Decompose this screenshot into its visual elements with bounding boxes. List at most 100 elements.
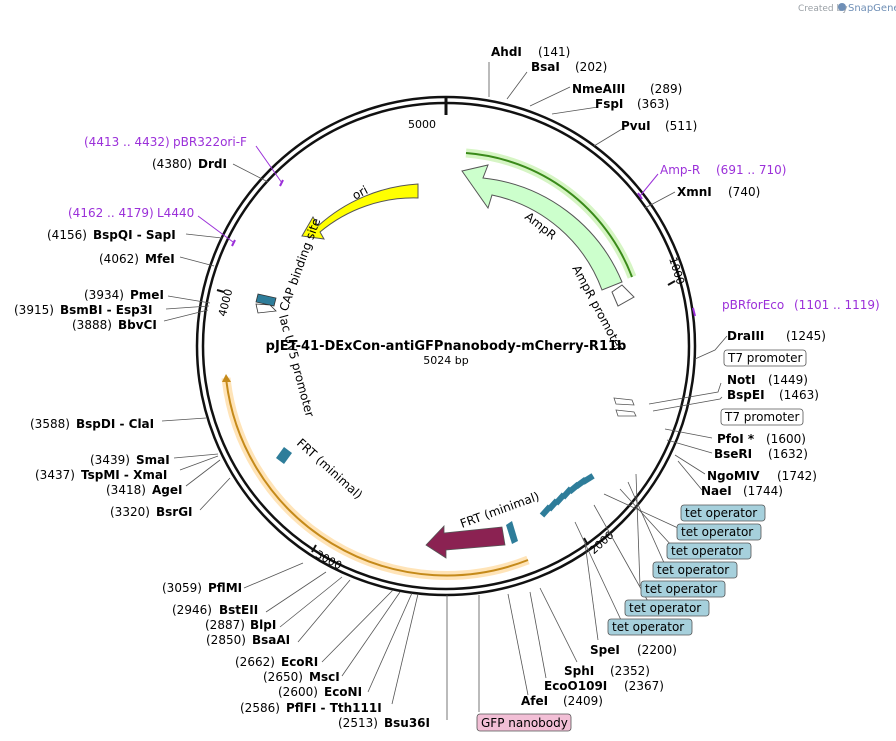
site-pos-bsmbi: (3915) (14, 303, 54, 317)
primer-mark-pbrforeco (692, 307, 696, 317)
site-name-spei: SpeI (590, 643, 620, 657)
credit-created-by: Created by (798, 4, 848, 14)
gfp-region-line (225, 377, 529, 577)
site-name-pvui: PvuI (621, 119, 651, 133)
frt-right-label: FRT (minimal) (458, 489, 541, 531)
tet-operator-box (640, 580, 726, 598)
tet-operator-label-2: tet operator (681, 525, 753, 539)
site-pos-msci: (2650) (263, 670, 303, 684)
t7-promoter-label-2: T7 promoter (724, 410, 800, 424)
frt-left-label: FRT (minimal) (294, 436, 365, 502)
site-pos-bspei: (1463) (779, 388, 819, 402)
site-name-msci: MscI (309, 670, 340, 684)
tet-operator-box (652, 561, 738, 579)
site-pos-bsaai: (2850) (206, 633, 246, 647)
plasmid-name: pJET-41-DExCon-antiGFPnanobody-mCherry-R… (266, 339, 627, 354)
site-name-bspei: BspEI (727, 388, 765, 402)
site-pos-bspdi: (3588) (30, 417, 70, 431)
site-pos-smai: (3439) (90, 453, 130, 467)
site-pos-sphi: (2352) (610, 664, 650, 678)
site-name-mfei: MfeI (145, 252, 175, 266)
site-pos-agei: (3418) (106, 483, 146, 497)
site-pos-pfoi: (1600) (766, 432, 806, 446)
site-pos-pflfi: (2586) (240, 701, 280, 715)
primer-leader-amp-r (639, 173, 659, 197)
site-pos-xmni: (740) (728, 185, 760, 199)
ori-label: ori (350, 183, 370, 203)
t7-promoter-label-1: T7 promoter (727, 351, 803, 365)
ampr-promoter-arrow (611, 284, 635, 307)
site-name-tspmi: TspMI - XmaI (81, 468, 167, 482)
tet-operator-label-4: tet operator (657, 563, 729, 577)
ampr-strand-line (465, 152, 633, 278)
site-name-afei: AfeI (521, 694, 548, 708)
site-name-naei: NaeI (701, 484, 732, 498)
primer-range-pbrforeco: (1101 .. 1119) (794, 298, 880, 312)
site-pos-pmei: (3934) (84, 288, 124, 302)
tick-label-4000: 4000 (216, 288, 235, 318)
site-name-xmni: XmnI (677, 185, 712, 199)
credit-brand: SnapGene (848, 3, 896, 14)
tet-operator-cluster (539, 473, 595, 518)
site-name-bsmbi: BsmBI - Esp3I (60, 303, 152, 317)
site-name-nmeaiii: NmeAIII (572, 82, 625, 96)
primer-leader-l4440 (197, 215, 234, 243)
site-name-bbvci: BbvCI (118, 318, 157, 332)
site-pos-mfei: (4062) (99, 252, 139, 266)
primer-range-pbr322ori: (4413 .. 4432) (84, 135, 170, 149)
lac-uv5-label: lac UV5 promoter (276, 313, 317, 418)
cap-binding-label: CAP binding site (277, 216, 324, 313)
site-name-sphi: SphI (564, 664, 594, 678)
primer-name-pbrforeco: pBRforEco (722, 298, 784, 312)
primer-name-amp-r: Amp-R (660, 163, 700, 177)
site-pos-blpi: (2887) (205, 618, 245, 632)
gfp-nanobody-label: GFP nanobody (481, 716, 568, 730)
site-name-noti: NotI (727, 373, 756, 387)
tet-operator-box (624, 599, 710, 617)
site-name-bsrgi: BsrGI (156, 505, 193, 519)
tick-label-1000: 1000 (666, 256, 687, 287)
tick-mark-1000 (667, 280, 676, 286)
t7-promoter-box (720, 408, 804, 426)
primer-name-pbr322ori: pBR322ori-F (173, 135, 247, 149)
site-pos-bsai: (202) (575, 60, 607, 74)
site-name-drdi: DrdI (198, 157, 227, 171)
site-pos-ahdi: (141) (538, 45, 570, 59)
site-name-draiii: DraIII (727, 329, 764, 343)
site-pos-pflmi: (3059) (162, 581, 202, 595)
site-name-smai: SmaI (136, 453, 170, 467)
ori-arrow (301, 183, 419, 240)
site-pos-draiii: (1245) (786, 329, 826, 343)
tet-operator-box (680, 504, 766, 522)
tet-operator-label-7: tet operator (612, 620, 684, 634)
tet-operator-label-6: tet operator (629, 601, 701, 615)
primer-mark-l4440 (231, 239, 236, 247)
mcherry-arrow (425, 524, 506, 559)
site-name-bsai: BsaI (531, 60, 560, 74)
site-name-blpi: BlpI (250, 618, 276, 632)
tet-operator-block (581, 473, 595, 485)
site-name-pmei: PmeI (130, 288, 164, 302)
tet-operator-box (676, 523, 762, 541)
tick-mark-4000 (216, 289, 225, 293)
site-pos-drdi: (4380) (152, 157, 192, 171)
lac-uv5-promoter-icon (255, 303, 277, 314)
site-name-bsu36i: Bsu36I (384, 716, 430, 730)
site-pos-bsteii: (2946) (172, 603, 212, 617)
site-pos-noti: (1449) (768, 373, 808, 387)
site-name-bspdi: BspDI - ClaI (76, 417, 154, 431)
site-pos-naei: (1744) (743, 484, 783, 498)
site-name-pflmi: PflMI (208, 581, 242, 595)
primer-range-amp-r: (691 .. 710) (716, 163, 786, 177)
site-name-fspi: FspI (595, 97, 623, 111)
tick-label-5000: 5000 (408, 118, 436, 131)
site-pos-ecori: (2662) (235, 655, 275, 669)
t7-promoter-box (723, 349, 807, 367)
site-pos-ecoo109i: (2367) (624, 679, 664, 693)
site-pos-spei: (2200) (637, 643, 677, 657)
site-name-ecoo109i: EcoO109I (544, 679, 607, 693)
site-pos-nmeaiii: (289) (650, 82, 682, 96)
ampr-arrow (461, 164, 623, 291)
site-name-pflfi: PflFI - Tth111I (286, 701, 382, 715)
